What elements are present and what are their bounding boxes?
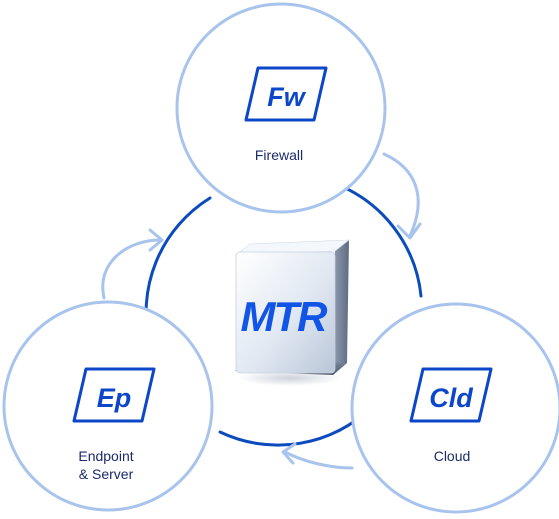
ring-arc-top-right [334, 182, 423, 298]
badge-outline [244, 66, 328, 122]
cube-side [333, 240, 349, 375]
connector-arrowhead [396, 222, 422, 240]
node-circle [2, 300, 214, 512]
mtr-cube: MTR [235, 239, 350, 386]
node-firewall: Fw Firewall [175, 2, 387, 214]
node-cloud: Cld Cloud [350, 302, 559, 514]
connector-firewall-to-cloud [382, 152, 422, 240]
badge-outline [409, 367, 493, 423]
badge-endpoint: Ep [72, 367, 156, 423]
node-label: Endpoint [78, 448, 133, 464]
cube-face [235, 251, 336, 374]
badge-abbr: Ep [97, 383, 132, 413]
ring-arc-bottom [218, 405, 374, 447]
node-label: Cloud [434, 448, 471, 464]
badge-firewall: Fw [244, 66, 328, 122]
badge-outline [72, 367, 156, 423]
cube-top-edge [235, 239, 350, 256]
badge-abbr: Cld [429, 383, 473, 413]
node-endpoint: Ep Endpoint & Server [2, 300, 214, 512]
badge-cloud: Cld [409, 367, 493, 423]
connector-arrowhead [148, 228, 164, 252]
badge-abbr: Fw [267, 82, 306, 112]
connector-cloud-to-endpoint [281, 442, 354, 470]
connectors [101, 152, 422, 470]
connector-endpoint-to-firewall [101, 228, 164, 300]
node-label: Firewall [255, 147, 303, 163]
node-label: & Server [79, 466, 134, 482]
node-circle [175, 2, 387, 214]
mtr-label: MTR [241, 293, 329, 340]
connector-arrowhead [281, 442, 297, 465]
node-circle [350, 302, 559, 514]
